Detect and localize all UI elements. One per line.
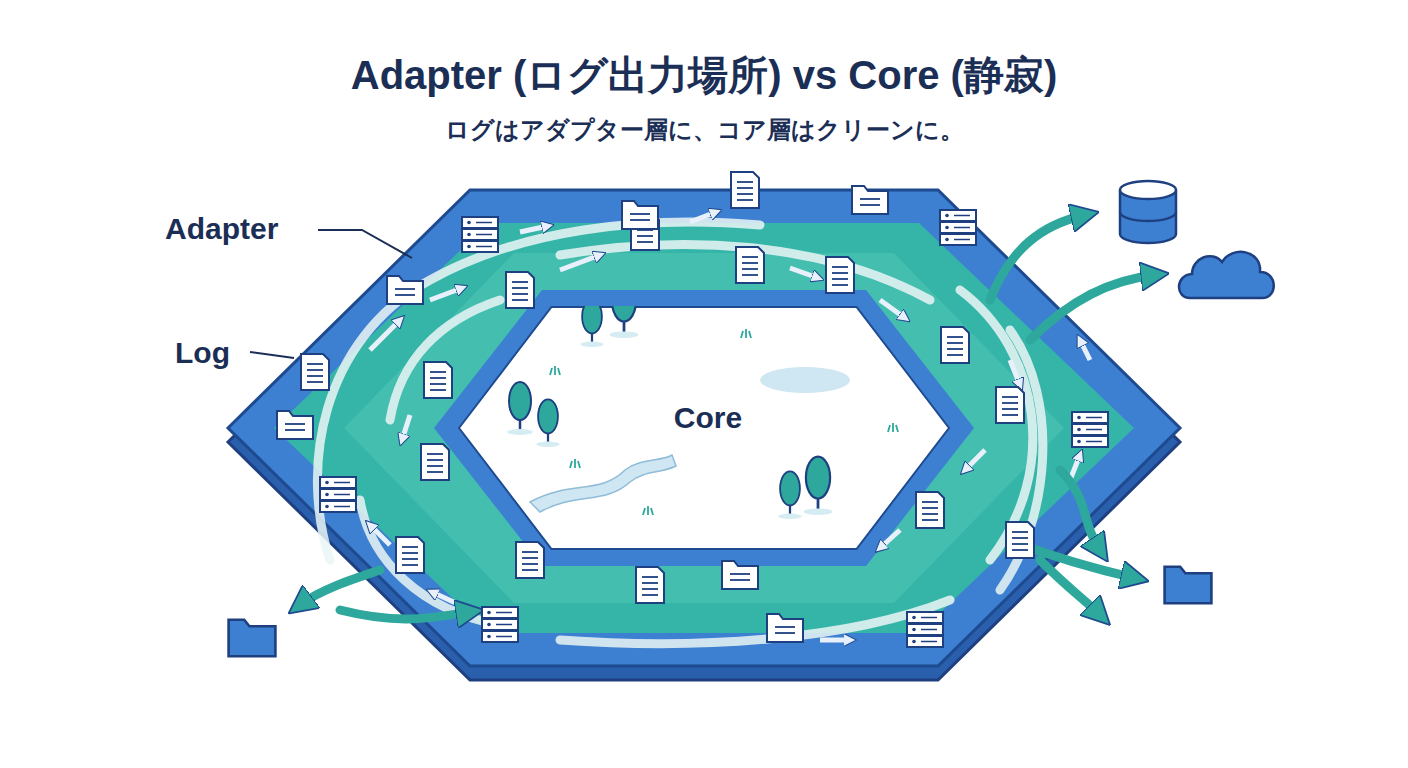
core-hexagon: Core	[458, 306, 950, 550]
title: Adapter (ログ出力場所) vs Core (静寂)	[0, 48, 1408, 103]
callout-label: Adapter	[165, 212, 278, 246]
caption: ログはアダプター層に、コア層はクリーンに。	[0, 114, 1408, 146]
callout-label: Log	[175, 336, 230, 370]
node-label: Core	[674, 401, 742, 435]
